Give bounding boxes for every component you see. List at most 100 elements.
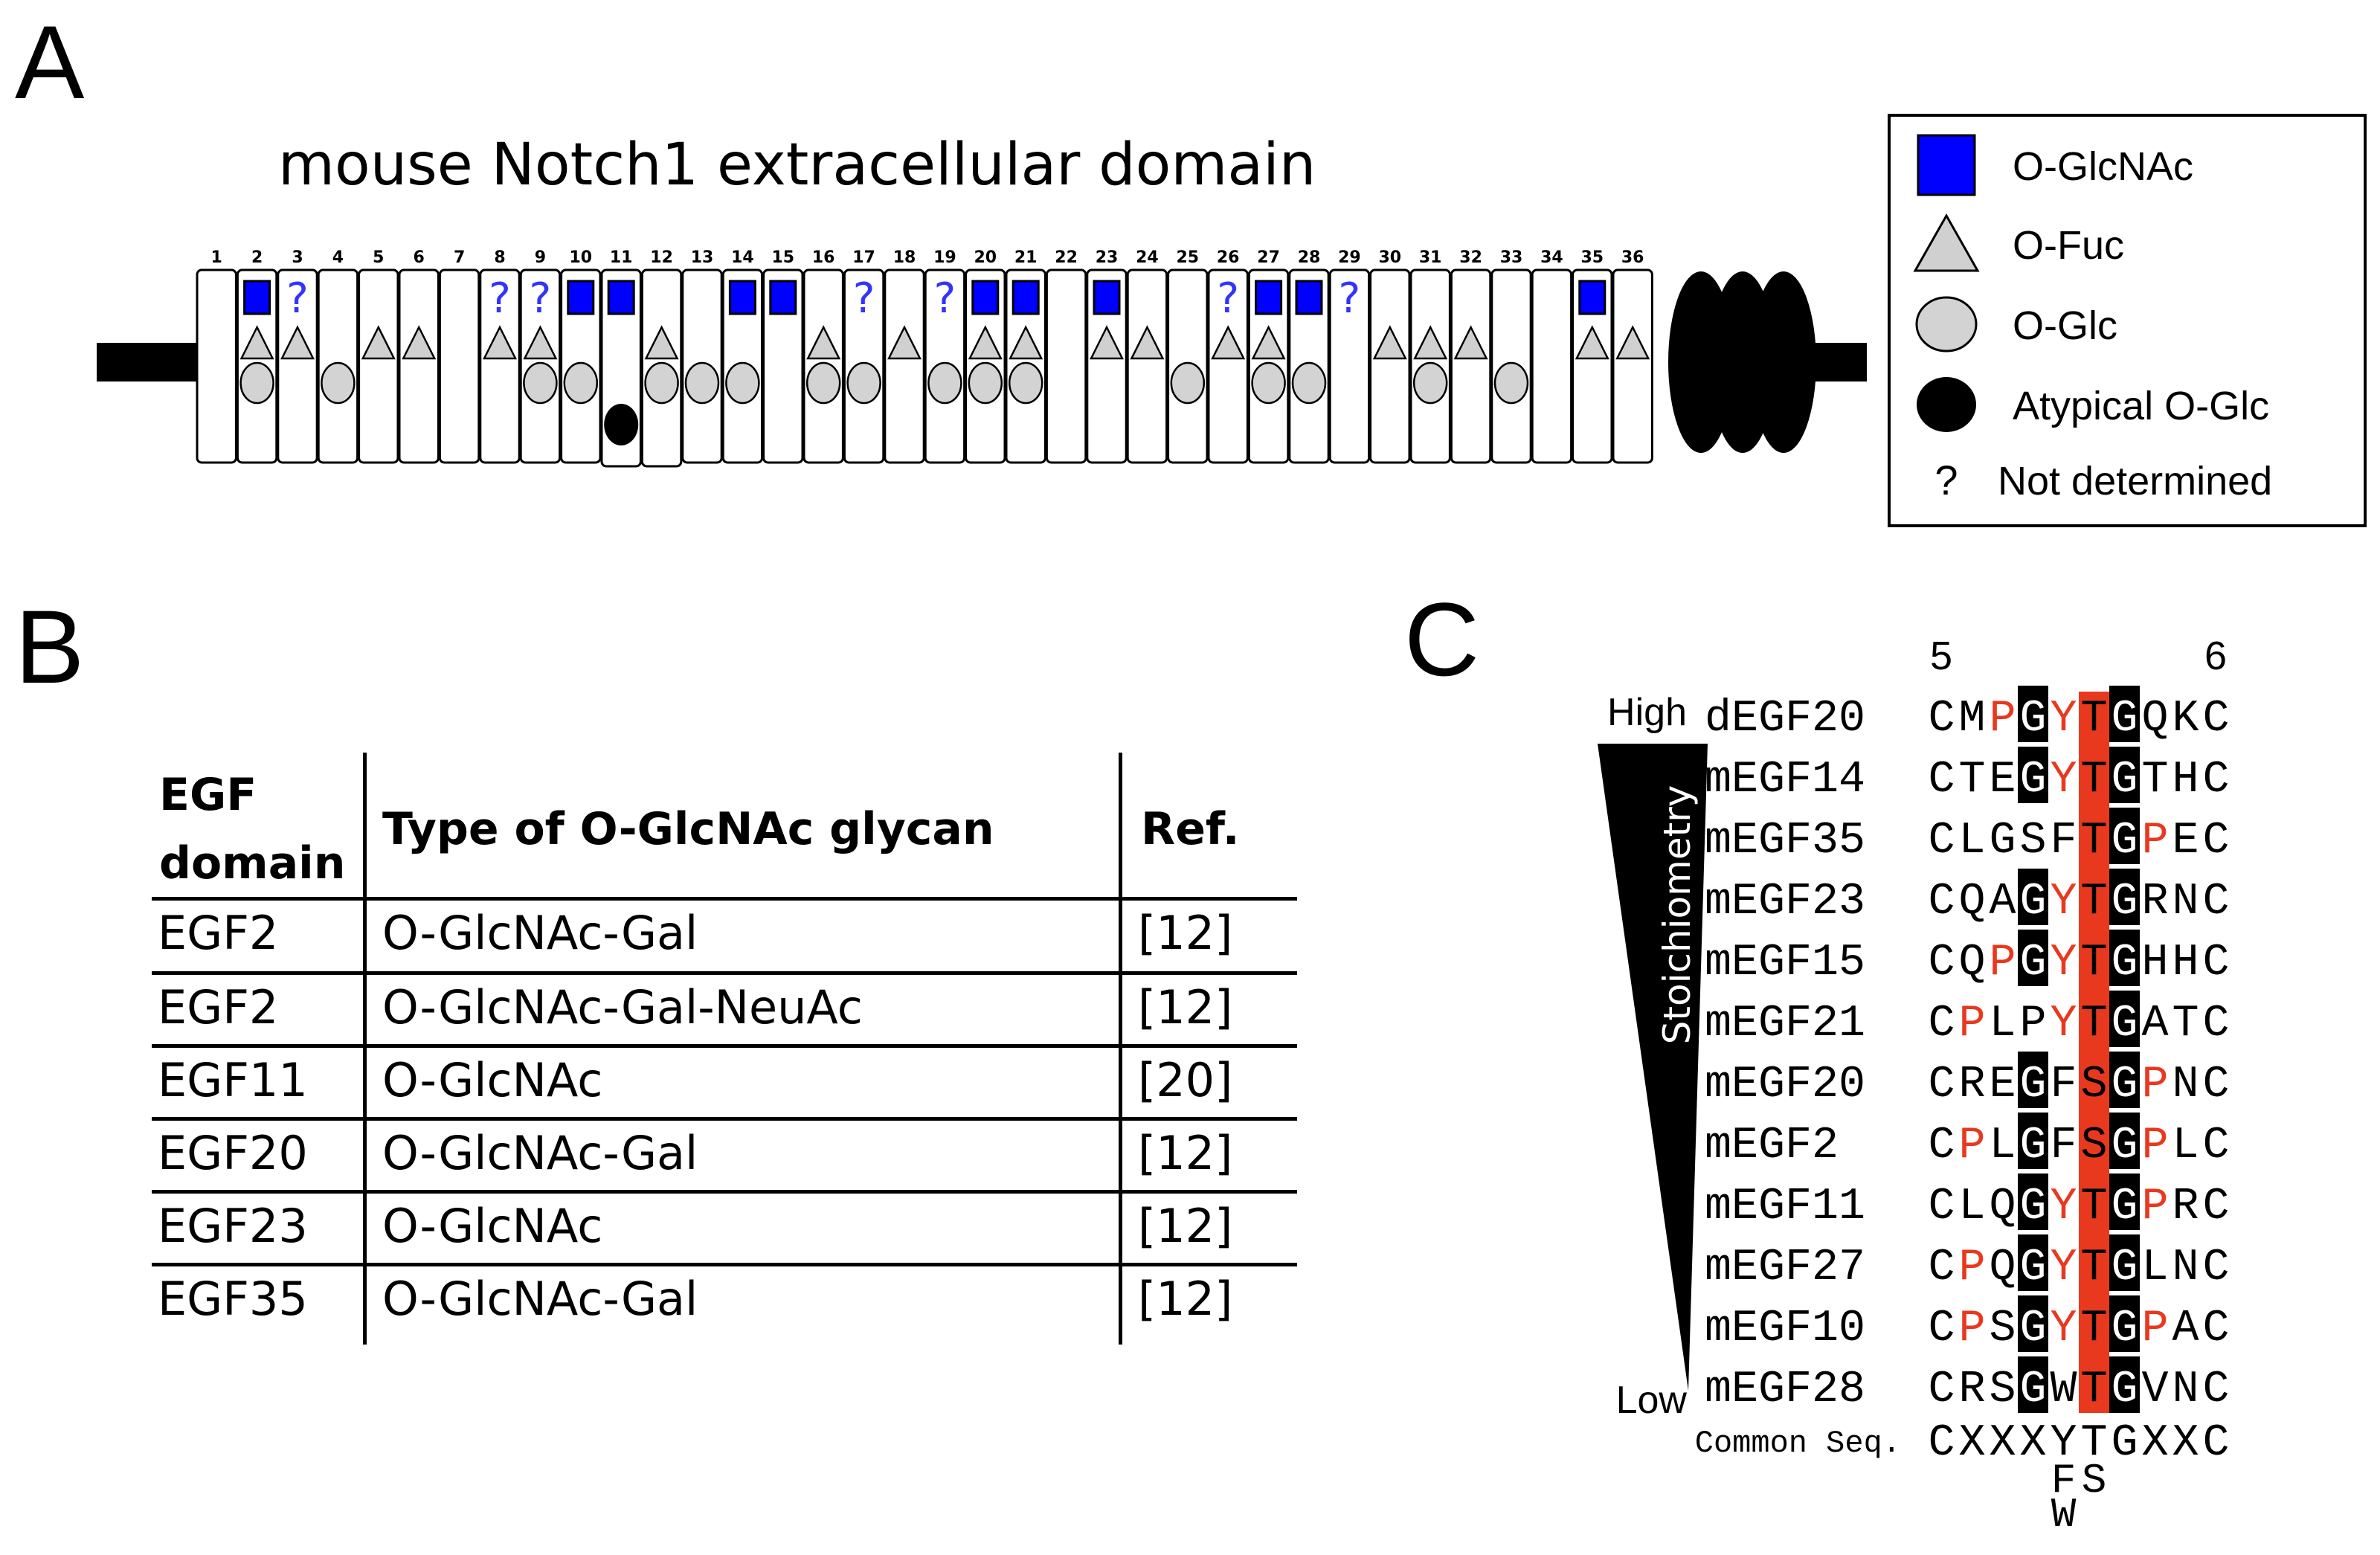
o-fuc-triangle: [968, 325, 1003, 360]
residue: T: [2080, 877, 2107, 927]
residue: A: [2172, 1304, 2199, 1354]
residue: T: [1958, 755, 1985, 805]
residue: R: [2172, 1182, 2199, 1232]
egf-number: 3: [292, 248, 303, 267]
residue: Y: [2050, 1304, 2077, 1354]
sequence-name: mEGF23: [1705, 877, 1865, 927]
residue: H: [2172, 938, 2199, 988]
table-cell-glycan: O-GlcNAc-Gal-NeuAc: [382, 980, 863, 1034]
common-residue: X: [2172, 1418, 2199, 1469]
residue: T: [2080, 694, 2107, 744]
egf-domain-6: [398, 268, 440, 464]
residue: C: [2202, 999, 2229, 1049]
panel-b-table: EGF domain Type of O-GlcNAc glycan Ref. …: [152, 753, 1297, 1345]
residue: Y: [2050, 938, 2077, 988]
position-label-6: 6: [2204, 634, 2227, 678]
residue: G: [2019, 938, 2046, 988]
o-glc-circle: [805, 361, 841, 405]
egf-number: 8: [494, 248, 505, 267]
residue: Y: [2050, 694, 2077, 744]
sequence-name: mEGF15: [1705, 938, 1865, 988]
o-glc-circle: [321, 361, 356, 405]
residue: G: [2111, 1121, 2138, 1171]
position-label-5: 5: [1930, 634, 1952, 678]
residue: G: [2019, 694, 2046, 744]
highlight-box: [2109, 930, 2140, 986]
egf-number: 16: [812, 248, 835, 267]
egf-domain-32: [1450, 268, 1492, 464]
residue: T: [2080, 755, 2107, 805]
residue: E: [1989, 1060, 2016, 1110]
egf-number: 30: [1378, 248, 1401, 267]
egf-domain-26: [1207, 268, 1249, 464]
residue: H: [2141, 938, 2168, 988]
residue: P: [1989, 694, 2016, 744]
not-determined-mark: ?: [1217, 274, 1239, 323]
o-glcnac-square: [1093, 280, 1121, 315]
o-fuc-triangle: [1615, 325, 1650, 360]
egf-number: 22: [1055, 248, 1078, 267]
common-alt-residue: S: [2082, 1457, 2107, 1504]
o-fuc-triangle: [1089, 325, 1125, 360]
sequence-name: mEGF11: [1705, 1182, 1865, 1232]
o-fuc-triangle: [280, 325, 315, 360]
egf-number: 7: [454, 248, 465, 267]
egf-number: 20: [974, 248, 997, 267]
residue: C: [2202, 1304, 2229, 1354]
residue: S: [2080, 1060, 2107, 1110]
o-glc-circle: [523, 361, 558, 405]
common-residue: G: [2111, 1418, 2138, 1469]
egf-domain-29: [1328, 268, 1371, 464]
egf-number: 31: [1419, 248, 1442, 267]
residue: Y: [2050, 755, 2077, 805]
residue: P: [2141, 1121, 2168, 1171]
residue: W: [2050, 1365, 2077, 1415]
residue: C: [2202, 1121, 2229, 1171]
table-cell-domain: EGF2: [158, 980, 279, 1034]
highlight-box: [2109, 808, 2140, 864]
egf-number: 10: [569, 248, 592, 267]
egf-number: 6: [414, 248, 425, 267]
residue: C: [1928, 1365, 1955, 1415]
table-cell-ref: [12]: [1138, 1272, 1233, 1326]
egf-number: 21: [1014, 248, 1038, 267]
residue: R: [2141, 877, 2168, 927]
highlight-box: [2018, 1295, 2048, 1352]
table-header-domain: domain: [159, 837, 346, 889]
o-fuc-triangle: [887, 325, 922, 360]
residue: C: [1928, 694, 1955, 744]
legend-atypical-ellipse: [1917, 377, 1976, 432]
common-alt-residue: W: [2051, 1491, 2077, 1539]
legend-o-glcnac-square: [1917, 134, 1976, 196]
sequence-name: mEGF10: [1705, 1304, 1865, 1354]
egf-domain-5: [358, 268, 399, 464]
egf-domain-3: [277, 268, 318, 464]
highlight-box: [2109, 1113, 2140, 1169]
egf-domain-36: [1612, 268, 1653, 464]
o-glcnac-square: [243, 280, 271, 315]
table-cell-domain: EGF23: [158, 1199, 308, 1253]
table-cell-ref: [20]: [1138, 1053, 1233, 1107]
egf-number: 36: [1621, 248, 1644, 267]
egf-domain-24: [1126, 268, 1168, 464]
egf-domain-23: [1086, 268, 1128, 464]
o-fuc-triangle: [1575, 325, 1609, 360]
residue: C: [1928, 877, 1955, 927]
residue: P: [2141, 1060, 2168, 1110]
egf-domain-8: [479, 268, 521, 464]
table-cell-domain: EGF20: [158, 1126, 308, 1180]
o-glc-circle: [1291, 361, 1327, 405]
residue: T: [2080, 1182, 2107, 1232]
table-cell-ref: [12]: [1138, 980, 1233, 1034]
egf-domain-7: [438, 268, 480, 464]
table-cell-glycan: O-GlcNAc-Gal: [382, 1126, 698, 1180]
table-column-rule: [1119, 753, 1122, 1345]
egf-number: 26: [1217, 248, 1240, 267]
conserved-thr-column: [2079, 692, 2109, 1413]
residue: G: [2111, 1060, 2138, 1110]
residue: P: [2019, 999, 2046, 1049]
residue: Y: [2050, 877, 2077, 927]
o-fuc-triangle: [523, 325, 558, 360]
highlight-box: [2109, 686, 2140, 742]
